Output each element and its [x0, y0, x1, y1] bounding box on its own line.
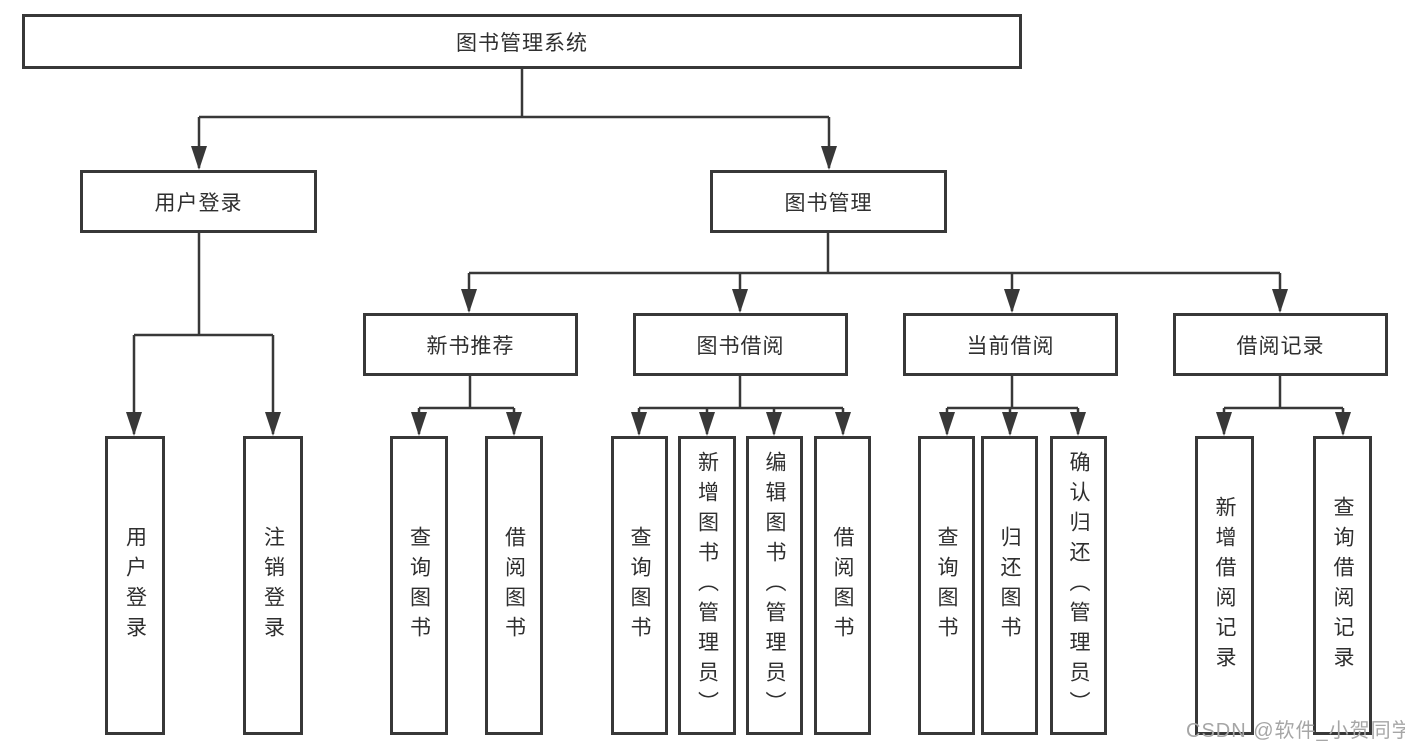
node-leaf-borrow-books: 借阅图书 — [814, 436, 871, 735]
node-book-management: 图书管理 — [710, 170, 947, 233]
node-current-borrow: 当前借阅 — [903, 313, 1118, 376]
node-label: 借阅图书 — [502, 525, 526, 646]
node-leaf-add-borrow-record: 新增借阅记录 — [1195, 436, 1254, 735]
node-label: 新书推荐 — [426, 334, 515, 358]
node-library-management-system: 图书管理系统 — [22, 14, 1022, 69]
csdn-watermark: CSDN @软件_小贺同学 — [1186, 720, 1405, 742]
node-label: 图书管理系统 — [456, 31, 588, 55]
node-label: 当前借阅 — [966, 334, 1055, 358]
node-borrow-records: 借阅记录 — [1173, 313, 1388, 376]
node-leaf-query-borrow-record: 查询借阅记录 — [1313, 436, 1372, 735]
node-label: 查询借阅记录 — [1331, 495, 1354, 676]
node-leaf-query-books-current: 查询图书 — [918, 436, 975, 735]
node-label: 查询图书 — [935, 525, 958, 646]
node-label: 新增借阅记录 — [1213, 495, 1236, 676]
node-leaf-query-books-recommend: 查询图书 — [390, 436, 448, 735]
node-label: 图书管理 — [784, 191, 873, 215]
node-label: 新增图书（管理员） — [695, 450, 719, 721]
node-label: 用户登录 — [154, 191, 243, 215]
node-leaf-logout: 注销登录 — [243, 436, 303, 735]
node-label: 确认归还（管理员） — [1067, 450, 1090, 721]
node-label: 用户登录 — [123, 525, 147, 646]
node-label: 编辑图书（管理员） — [763, 450, 786, 721]
node-leaf-user-login: 用户登录 — [105, 436, 165, 735]
node-leaf-confirm-return-admin: 确认归还（管理员） — [1050, 436, 1107, 735]
node-user-login: 用户登录 — [80, 170, 317, 233]
node-label: 借阅图书 — [831, 525, 854, 646]
node-leaf-edit-books-admin: 编辑图书（管理员） — [746, 436, 803, 735]
node-leaf-return-books: 归还图书 — [981, 436, 1038, 735]
node-new-book-recommend: 新书推荐 — [363, 313, 578, 376]
node-label: 图书借阅 — [696, 334, 785, 358]
node-label: 借阅记录 — [1236, 334, 1325, 358]
node-leaf-query-books-borrow: 查询图书 — [611, 436, 668, 735]
node-label: 查询图书 — [628, 525, 651, 646]
node-label: 归还图书 — [998, 525, 1021, 646]
node-book-borrow: 图书借阅 — [633, 313, 848, 376]
node-label: 注销登录 — [261, 525, 285, 646]
node-leaf-borrow-books-recommend: 借阅图书 — [485, 436, 543, 735]
node-leaf-add-books-admin: 新增图书（管理员） — [678, 436, 736, 735]
node-label: 查询图书 — [407, 525, 431, 646]
